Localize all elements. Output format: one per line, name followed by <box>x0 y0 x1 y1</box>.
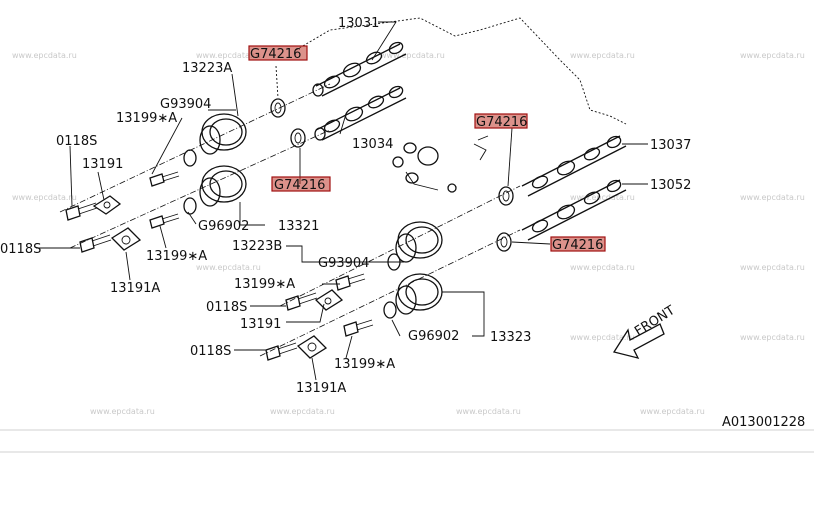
cylinder-head-outline <box>295 17 627 125</box>
label-g96902[interactable]: G96902 <box>198 219 249 234</box>
highlight-box-g74216[interactable] <box>474 113 528 129</box>
camshaft-13034[interactable] <box>314 84 407 141</box>
bolt[interactable] <box>343 319 374 337</box>
watermark: www.epcdata.ru <box>640 407 705 416</box>
watermark: www.epcdata.ru <box>196 51 261 60</box>
o-ring[interactable] <box>383 301 397 319</box>
label-13037[interactable]: 13037 <box>650 138 691 153</box>
watermark: www.epcdata.ru <box>196 263 261 272</box>
bolt[interactable] <box>285 292 318 311</box>
watermark: www.epcdata.ru <box>570 193 635 202</box>
oil-seal[interactable] <box>498 186 514 206</box>
label-13199a[interactable]: 13199∗A <box>146 249 207 264</box>
watermark: www.epcdata.ru <box>570 263 635 272</box>
label-g93904[interactable]: G93904 <box>318 256 369 271</box>
bolt[interactable] <box>65 202 98 221</box>
leader-lines <box>36 21 648 381</box>
center-line <box>69 129 331 249</box>
watermark: www.epcdata.ru <box>740 333 805 342</box>
label-13052[interactable]: 13052 <box>650 178 691 193</box>
bolt[interactable] <box>149 213 180 229</box>
label-0118s[interactable]: 0118S <box>206 300 247 315</box>
bolt[interactable] <box>79 234 112 253</box>
cam-sprocket-13223B[interactable] <box>395 221 443 263</box>
cam-sprocket-13321[interactable] <box>199 165 247 207</box>
label-13034[interactable]: 13034 <box>352 137 393 152</box>
watermark: www.epcdata.ru <box>12 51 77 60</box>
watermark: www.epcdata.ru <box>740 51 805 60</box>
plate[interactable] <box>92 195 122 215</box>
label-13031[interactable]: 13031 <box>338 16 379 31</box>
plate[interactable] <box>110 227 142 251</box>
label-13191a[interactable]: 13191A <box>296 381 346 396</box>
plate[interactable] <box>296 335 328 359</box>
oil-seal[interactable] <box>270 98 286 118</box>
watermark: www.epcdata.ru <box>570 333 635 342</box>
front-arrow-icon <box>612 323 665 359</box>
oil-seal[interactable] <box>496 232 512 252</box>
diagram-id: A013001228 <box>722 415 805 430</box>
label-13191[interactable]: 13191 <box>82 157 123 172</box>
label-13191a[interactable]: 13191A <box>110 281 160 296</box>
front-label: FRONT <box>632 303 678 339</box>
label-g74216[interactable]: G74216 <box>476 115 527 130</box>
watermark: www.epcdata.ru <box>270 407 335 416</box>
watermark: www.epcdata.ru <box>570 51 635 60</box>
watermark: www.epcdata.ru <box>740 193 805 202</box>
label-13199a[interactable]: 13199∗A <box>234 277 295 292</box>
label-13191[interactable]: 13191 <box>240 317 281 332</box>
bolt[interactable] <box>265 342 298 361</box>
watermark: www.epcdata.ru <box>12 193 77 202</box>
center-line <box>259 229 521 357</box>
highlight-box-g74216[interactable] <box>248 45 308 61</box>
cam-sprocket-13223A[interactable] <box>199 113 247 155</box>
highlight-box-g74216[interactable] <box>271 176 331 192</box>
camshaft-13037[interactable] <box>521 134 627 197</box>
label-g74216[interactable]: G74216 <box>274 178 325 193</box>
label-13199a[interactable]: 13199∗A <box>116 111 177 126</box>
watermark: www.epcdata.ru <box>456 407 521 416</box>
bolt[interactable] <box>335 273 366 291</box>
watermark: www.epcdata.ru <box>740 263 805 272</box>
camshaft-13052[interactable] <box>521 178 627 241</box>
o-ring[interactable] <box>183 149 197 167</box>
label-13321[interactable]: 13321 <box>278 219 319 234</box>
label-g74216[interactable]: G74216 <box>552 238 603 253</box>
highlight-box-g74216[interactable] <box>550 236 606 252</box>
o-ring[interactable] <box>183 197 197 215</box>
oil-seal[interactable] <box>290 128 306 148</box>
label-g74216[interactable]: G74216 <box>250 47 301 62</box>
cam-sprocket-13323[interactable] <box>395 273 443 315</box>
watermark: www.epcdata.ru <box>380 51 445 60</box>
label-0118s[interactable]: 0118S <box>56 134 97 149</box>
label-13199a[interactable]: 13199∗A <box>334 357 395 372</box>
plate[interactable] <box>314 289 344 311</box>
center-line <box>279 185 521 307</box>
center-line <box>59 83 331 213</box>
label-g96902[interactable]: G96902 <box>408 329 459 344</box>
camshaft-13031[interactable] <box>312 40 407 97</box>
label-g93904[interactable]: G93904 <box>160 97 211 112</box>
watermark-layer: www.epcdata.ru www.epcdata.ru www.epcdat… <box>12 51 805 416</box>
bolt[interactable] <box>149 171 180 187</box>
watermark: www.epcdata.ru <box>90 407 155 416</box>
tensioner-parts[interactable] <box>392 135 489 193</box>
label-13223b[interactable]: 13223B <box>232 239 282 254</box>
label-13223a[interactable]: 13223A <box>182 61 232 76</box>
label-0118s[interactable]: 0118S <box>0 242 41 257</box>
label-0118s[interactable]: 0118S <box>190 344 231 359</box>
label-13323[interactable]: 13323 <box>490 330 531 345</box>
